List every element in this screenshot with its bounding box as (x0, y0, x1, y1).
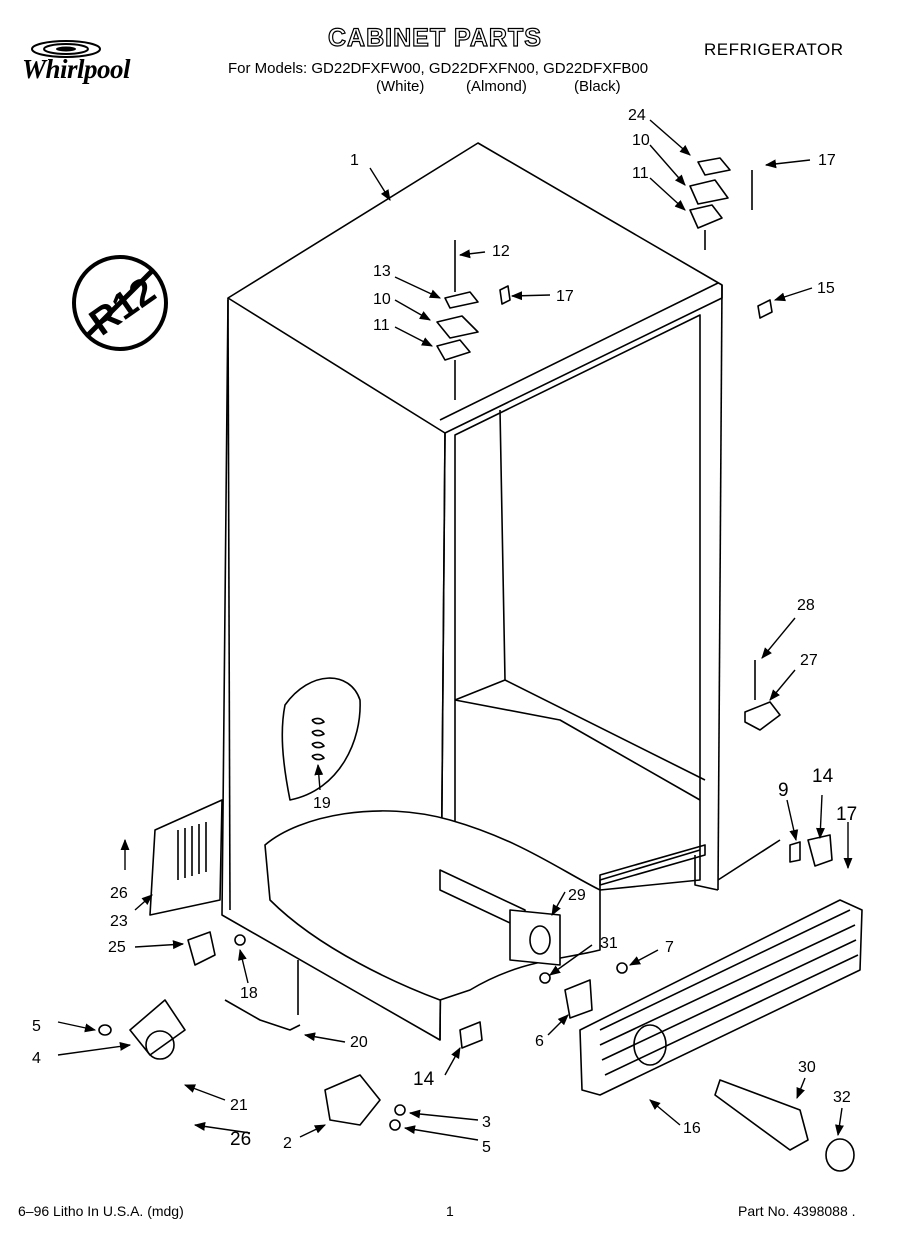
callout-28: 28 (797, 597, 815, 614)
callout-10-top-right: 10 (632, 132, 650, 149)
callout-17-top-right: 17 (818, 152, 836, 169)
callout-17-right: 17 (836, 804, 857, 825)
callout-26-panel: 26 (110, 885, 128, 902)
page-title: CABINET PARTS (327, 23, 542, 52)
callout-29: 29 (568, 887, 586, 904)
callout-11-top-right: 11 (632, 165, 649, 182)
callout-5-bottom: 5 (482, 1139, 491, 1156)
leveling-bracket (324, 1074, 406, 1131)
clip-15 (757, 299, 773, 319)
callout-14-right: 14 (812, 766, 834, 787)
toe-grille (579, 899, 863, 1096)
callout-27: 27 (800, 652, 818, 669)
drain-tube (311, 717, 325, 761)
callout-31: 31 (600, 935, 618, 952)
callout-25: 25 (108, 939, 126, 956)
callout-4: 4 (32, 1050, 41, 1067)
callout-13: 13 (373, 263, 391, 280)
brand-name: Whirlpool (22, 54, 131, 84)
whirlpool-swirl-icon (31, 40, 101, 58)
callout-18: 18 (240, 985, 258, 1002)
callout-11-center: 11 (373, 317, 390, 334)
callout-26-bottom: 26 (230, 1129, 251, 1150)
part-number: Part No. 4398088 . (738, 1203, 856, 1219)
callout-17-center: 17 (556, 288, 574, 305)
callout-10-center: 10 (373, 291, 391, 308)
whirlpool-logo: Whirlpool (18, 38, 184, 88)
callout-12: 12 (492, 243, 510, 260)
callout-6: 6 (535, 1033, 544, 1050)
color-black: (Black) (574, 78, 621, 95)
footer-printing-note: 6–96 Litho In U.S.A. (mdg) (18, 1203, 184, 1219)
callout-3: 3 (482, 1114, 491, 1131)
callout-16: 16 (683, 1120, 701, 1137)
color-variants: (White) (Almond) (Black) (0, 78, 897, 98)
hinge-top-center (436, 240, 511, 400)
hinge-top-right (689, 157, 753, 250)
callout-23: 23 (110, 913, 128, 930)
callout-5-left: 5 (32, 1018, 41, 1035)
appliance-type: REFRIGERATOR (704, 40, 844, 59)
callout-1: 1 (350, 152, 359, 169)
water-filter (714, 1079, 855, 1172)
no-r12-badge: R12 (72, 255, 168, 351)
callout-9: 9 (778, 780, 789, 801)
callout-20: 20 (350, 1034, 368, 1051)
callout-19: 19 (313, 795, 331, 812)
callout-32: 32 (833, 1089, 851, 1106)
callout-14-bottom: 14 (413, 1069, 435, 1090)
callout-30: 30 (798, 1059, 816, 1076)
back-panel (149, 799, 223, 916)
models-line: For Models: GD22DFXFW00, GD22DFXFN00, GD… (228, 60, 649, 77)
water-tube (224, 999, 301, 1031)
callout-21: 21 (230, 1097, 248, 1114)
callout-7: 7 (665, 939, 674, 956)
color-white: (White) (376, 78, 425, 95)
badge-text: R12 (82, 270, 163, 344)
callout-15: 15 (817, 280, 835, 297)
color-almond: (Almond) (466, 78, 527, 95)
roller-caster (98, 999, 186, 1060)
callout-2: 2 (283, 1135, 292, 1152)
callout-24: 24 (628, 107, 646, 124)
drain-duct (439, 869, 561, 966)
rear-cutaway (281, 677, 361, 801)
bracket-27 (744, 660, 781, 731)
page-number: 1 (446, 1203, 454, 1219)
